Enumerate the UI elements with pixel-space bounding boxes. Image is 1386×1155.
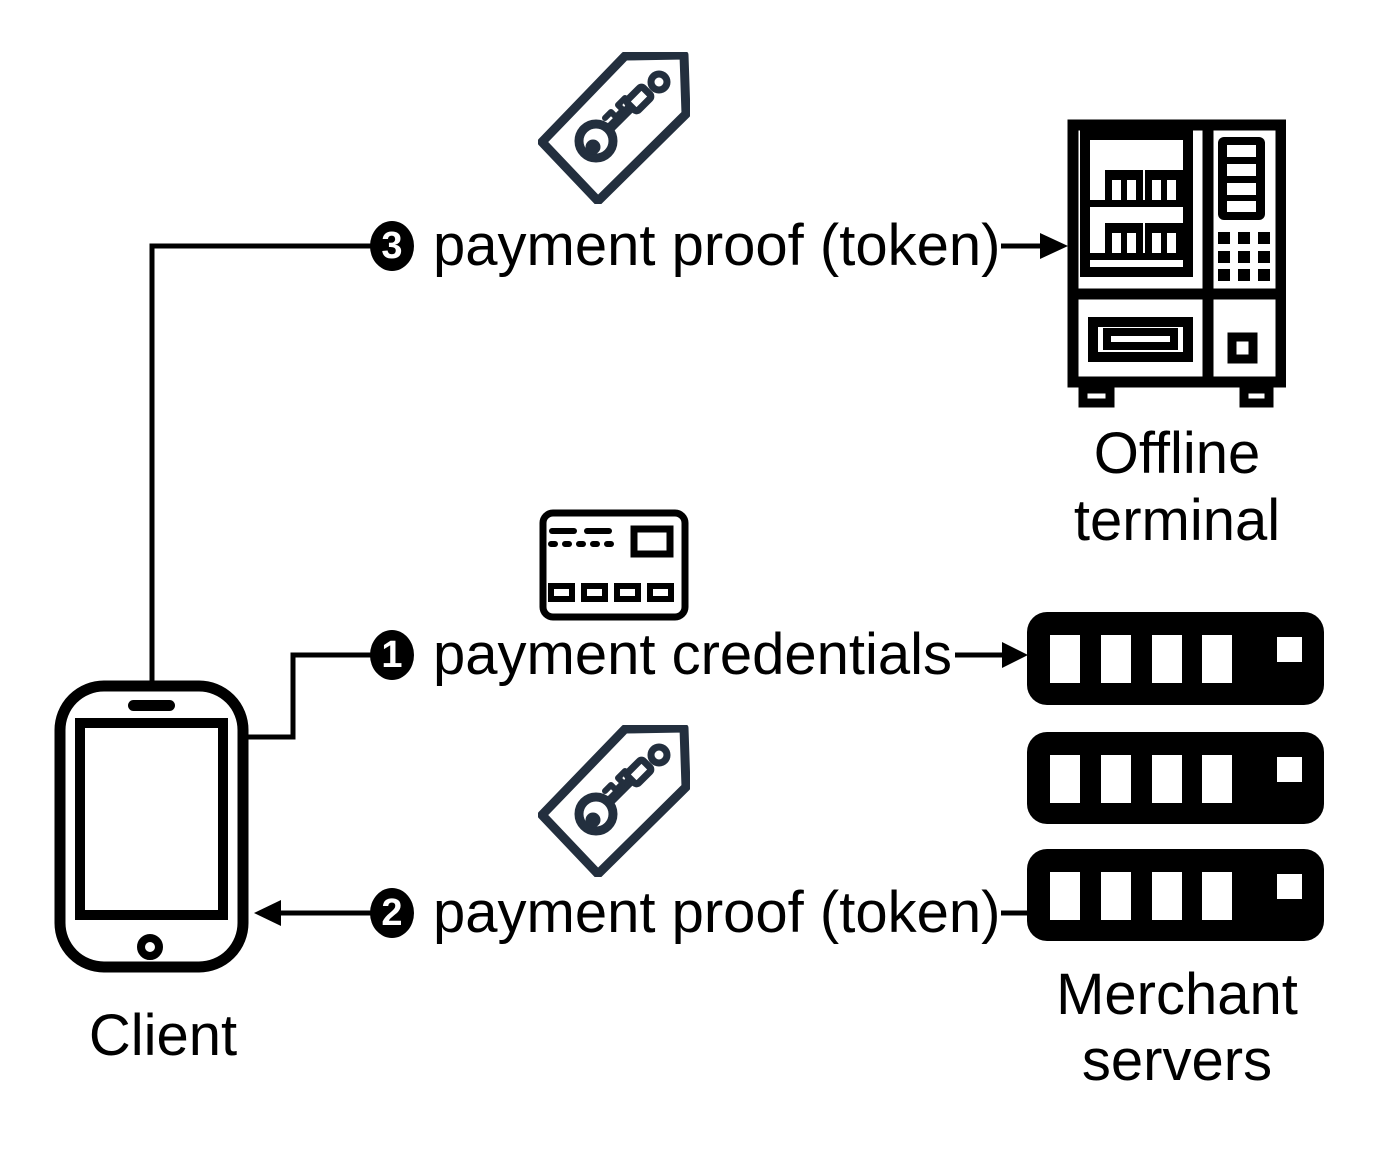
server-unit [1027,732,1324,824]
flow-label-2: payment proof (token) [433,880,1001,945]
step-badge-3: 3 [370,221,414,271]
step-badge-1: 1 [370,630,414,680]
vending-machine-icon [1067,119,1286,408]
arrowhead-into-terminal [1040,233,1068,259]
merchant-servers-label: Merchant servers [1056,962,1298,1093]
credit-card-icon [539,509,689,621]
arrowhead-into-servers [1002,642,1028,668]
flow-label-3: payment proof (token) [433,213,1001,278]
connector-client-to-terminal [149,243,372,688]
server-unit [1027,612,1324,705]
server-unit [1027,849,1324,941]
step-badge-2: 2 [370,888,414,938]
arrowhead-into-client [254,900,281,926]
flow-row-3: 3 payment proof (token) [370,213,1001,278]
keypad-dots [1218,232,1270,281]
flow-row-2: 2 payment proof (token) [370,880,1001,945]
flow-row-1: 1 payment credentials [370,622,953,687]
server-stack-icon [1027,612,1324,941]
client-label: Client [88,1003,238,1068]
key-tag-icon-bottom [538,725,690,877]
connector-client-to-servers [244,652,372,740]
offline-terminal-label: Offline terminal [1073,421,1281,553]
key-tag-icon-top [538,52,690,204]
smartphone-icon [54,680,249,973]
flow-label-1: payment credentials [433,622,953,687]
